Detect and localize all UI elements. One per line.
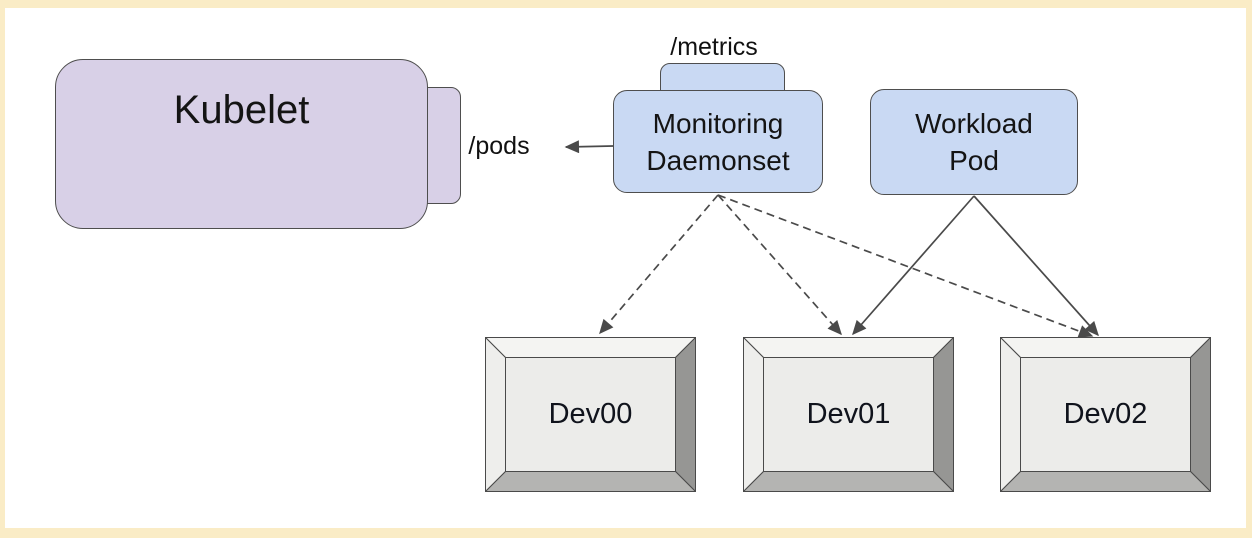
monitoring-daemonset-label: Monitoring Daemonset	[646, 107, 790, 176]
device-dev01-label: Dev01	[806, 398, 891, 430]
device-3d-frame	[743, 337, 954, 492]
device-face	[1020, 357, 1191, 472]
kubelet-node: Kubelet	[55, 59, 428, 229]
device-dev01-node: Dev01	[743, 337, 954, 492]
edge-monitoring-to-dev02	[717, 194, 1094, 338]
edge-monitoring-to-dev00	[599, 194, 719, 335]
device-face	[763, 357, 934, 472]
metrics-endpoint-label: /metrics	[670, 32, 758, 61]
device-dev02-label: Dev02	[1063, 398, 1148, 430]
device-dev02-node: Dev02	[1000, 337, 1211, 492]
device-dev00-label: Dev00	[548, 398, 633, 430]
edge-monitoring-to-pods-endpoint	[564, 140, 614, 154]
kubelet-label: Kubelet	[173, 88, 310, 132]
edge-workload-to-dev01	[852, 195, 975, 336]
pods-endpoint-label: /pods	[468, 131, 530, 160]
edge-monitoring-to-dev01	[717, 194, 842, 336]
device-face	[505, 357, 676, 472]
device-3d-frame	[485, 337, 696, 492]
workload-pod-node: Workload Pod	[870, 89, 1078, 195]
device-3d-frame	[1000, 337, 1211, 492]
device-dev00-node: Dev00	[485, 337, 696, 492]
monitoring-daemonset-node: Monitoring Daemonset	[613, 90, 823, 193]
workload-pod-label: Workload Pod	[915, 108, 1033, 176]
edge-workload-to-dev02	[973, 195, 1099, 337]
